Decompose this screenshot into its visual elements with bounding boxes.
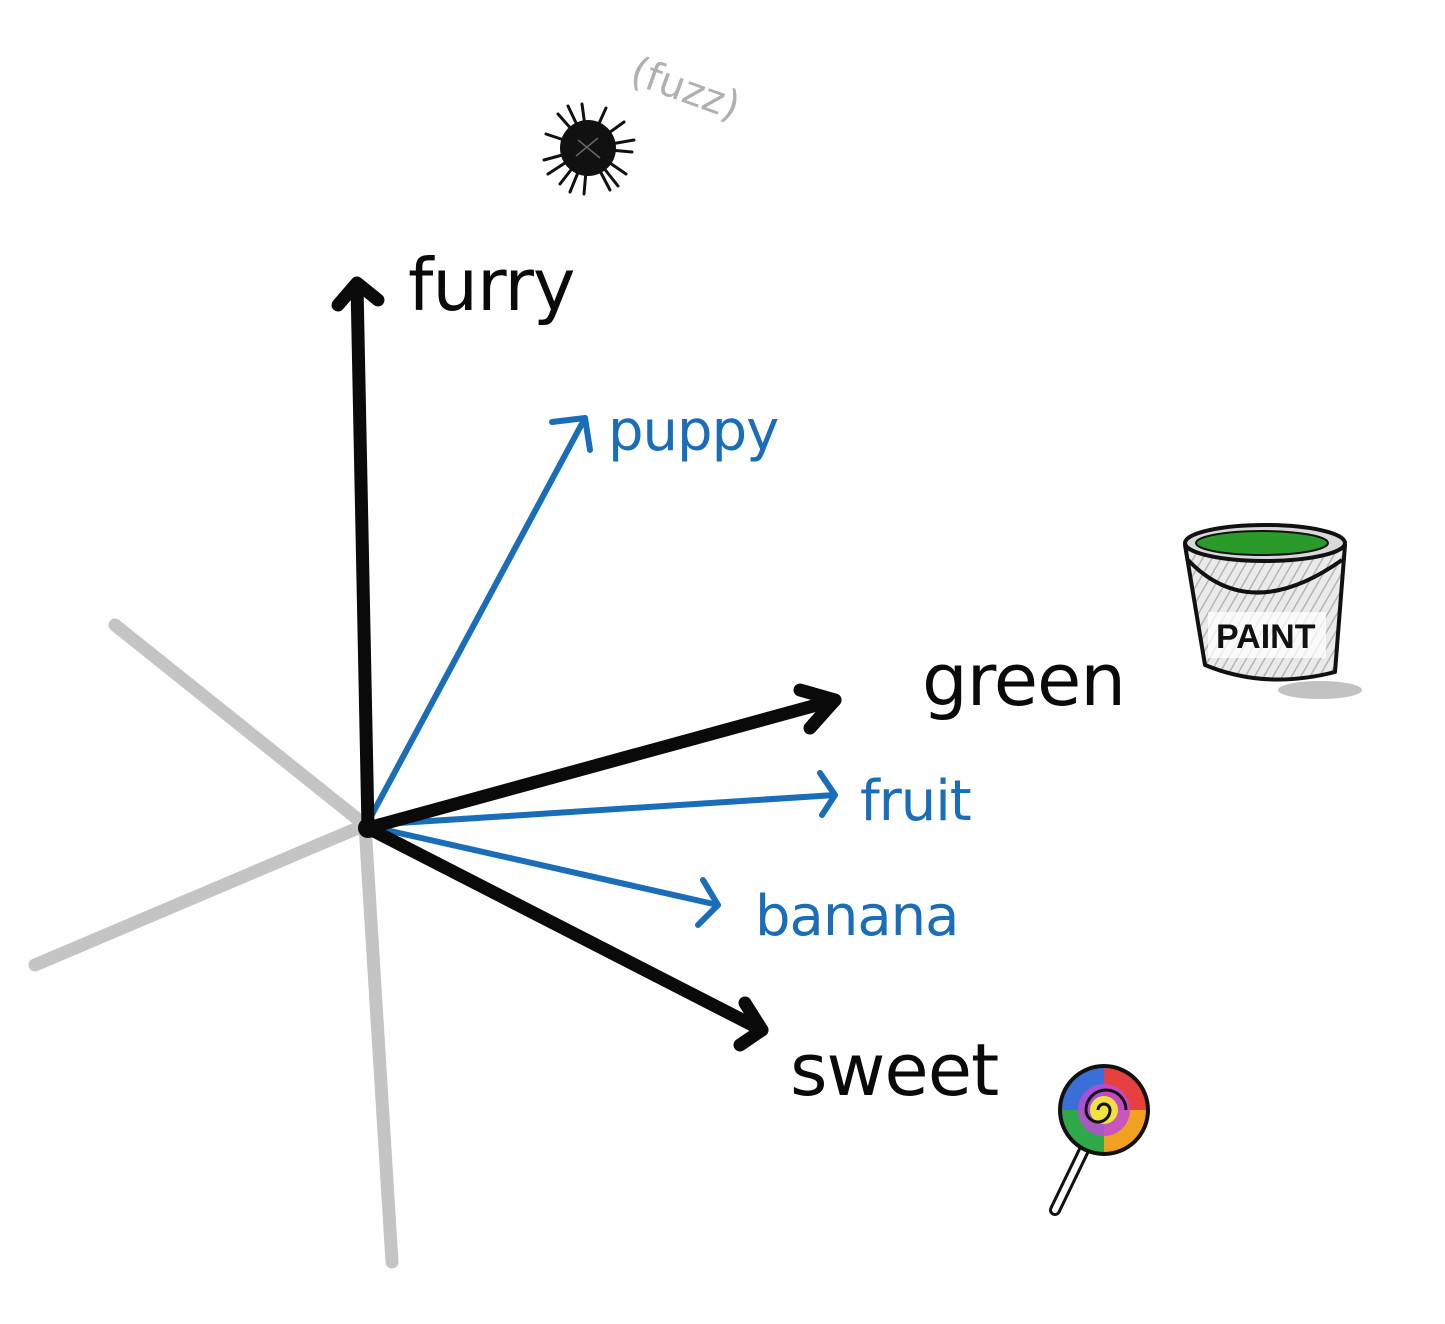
sweet-axis (361, 821, 769, 1052)
puppy-label: puppy (608, 399, 778, 464)
green-axis (361, 683, 842, 835)
origin-point (358, 818, 378, 838)
faint-axes (28, 618, 399, 1269)
fuzz-note: (fuzz) (625, 48, 747, 130)
fruit-label: fruit (860, 769, 971, 834)
paint-label: PAINT (1216, 618, 1316, 656)
faint-axis-down (358, 818, 399, 1269)
fuzzball-icon (542, 102, 636, 196)
puppy-vector (365, 415, 593, 825)
green-label: green (922, 638, 1125, 722)
faint-axis-upper-left (108, 618, 372, 832)
paint-can-icon: PAINT (1183, 523, 1362, 699)
furry-axis (331, 276, 385, 835)
sweet-label: sweet (790, 1028, 998, 1112)
main-axes (331, 276, 842, 1052)
lollipop-icon (1049, 1064, 1150, 1216)
faint-axis-lower-left (28, 818, 372, 972)
banana-label: banana (755, 884, 958, 949)
banana-vector (365, 823, 721, 928)
word-vectors (365, 415, 838, 928)
fruit-vector (365, 770, 838, 828)
furry-label: furry (408, 243, 575, 327)
